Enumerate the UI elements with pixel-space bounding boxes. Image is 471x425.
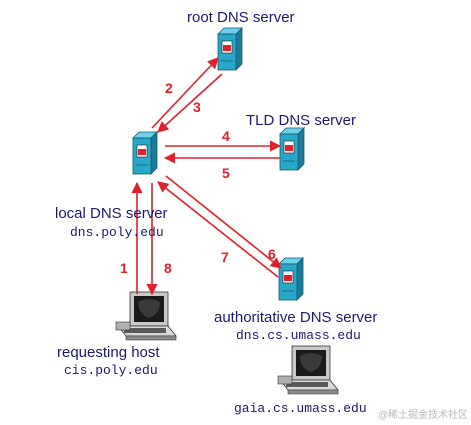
watermark: @稀土掘金技术社区	[378, 408, 468, 421]
query-arrows	[131, 57, 282, 296]
server-icon	[217, 27, 243, 71]
server-icon	[132, 131, 158, 175]
requesting-host-address: cis.poly.edu	[64, 363, 158, 378]
target-host	[277, 345, 339, 395]
local-dns-server-host: dns.poly.edu	[70, 225, 164, 240]
authoritative-dns-server-host: dns.cs.umass.edu	[236, 328, 361, 343]
arrow-step-3	[157, 73, 223, 133]
step-number: 3	[193, 99, 201, 115]
tld-dns-server-label: TLD DNS server	[246, 112, 356, 129]
step-number: 5	[222, 165, 230, 181]
step-number: 4	[222, 128, 230, 144]
server-icon	[278, 257, 304, 301]
step-number: 6	[268, 246, 276, 262]
requesting-host-label: requesting host	[57, 344, 160, 361]
step-number: 7	[221, 249, 229, 265]
root-dns-server-label: root DNS server	[187, 9, 295, 26]
step-number: 8	[164, 260, 172, 276]
server-icon	[279, 127, 305, 171]
computer-icon	[115, 291, 177, 341]
step-number: 2	[165, 80, 173, 96]
arrow-step-2	[151, 57, 219, 129]
step-number: 1	[120, 260, 128, 276]
computer-icon	[277, 345, 339, 395]
requesting-host	[115, 291, 177, 341]
target-host-address: gaia.cs.umass.edu	[234, 401, 367, 416]
tld-dns-server	[279, 127, 305, 171]
local-dns-server	[132, 131, 158, 175]
authoritative-dns-server-label: authoritative DNS server	[214, 309, 377, 326]
arrow-step-6	[165, 175, 282, 269]
local-dns-server-label: local DNS server	[55, 205, 168, 222]
authoritative-dns-server	[278, 257, 304, 301]
arrow-step-7	[157, 181, 279, 278]
root-dns-server	[217, 27, 243, 71]
